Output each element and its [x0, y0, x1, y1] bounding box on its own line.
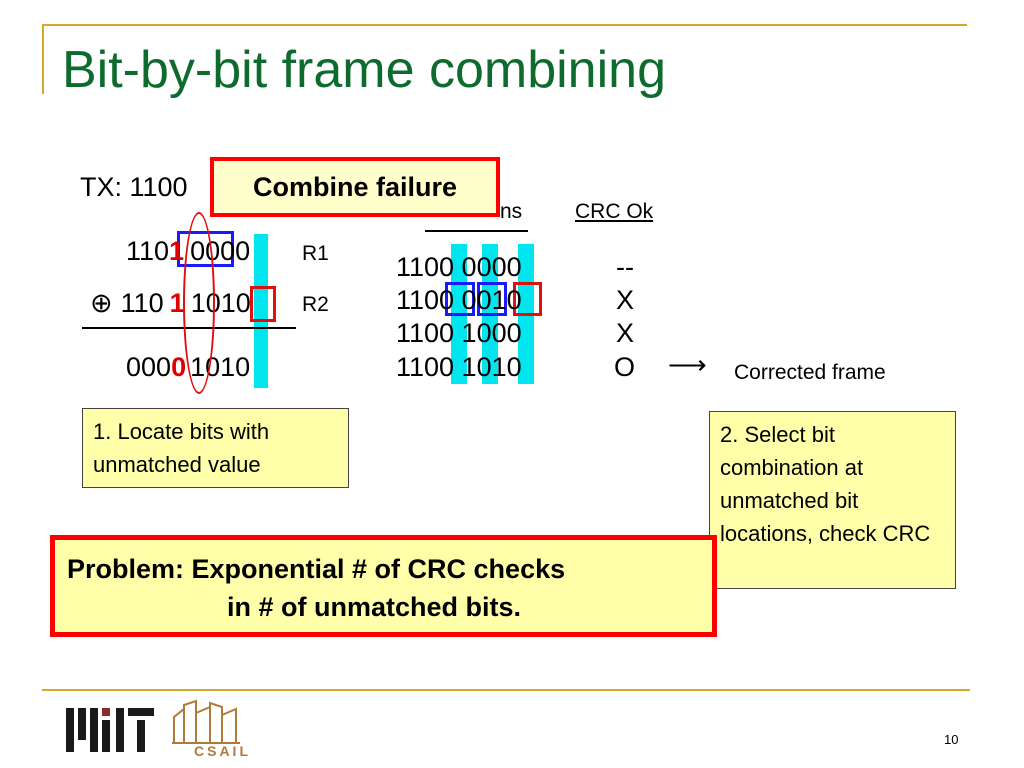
problem-line-1: Problem: Exponential # of CRC checks	[67, 554, 566, 584]
table-red-box	[513, 282, 542, 316]
csail-logo: CSAIL	[170, 699, 250, 761]
combine-failure-callout: Combine failure	[210, 157, 500, 217]
problem-line-2: in # of unmatched bits.	[227, 592, 522, 622]
table-row-crc: X	[616, 318, 635, 348]
page-number: 10	[944, 732, 959, 747]
xor-icon: ⊕	[90, 288, 113, 318]
table-row-bits: 1100 1010	[396, 352, 522, 382]
corrected-frame-label: Corrected frame	[734, 361, 886, 384]
mit-logo	[66, 708, 158, 752]
r2-red-box	[250, 286, 276, 322]
side-rule	[42, 24, 44, 94]
table-row-bits: 1100 0010	[396, 285, 522, 315]
col2-header: CRC Ok	[575, 200, 654, 223]
slide-title: Bit-by-bit frame combining	[62, 41, 666, 99]
r1-label: R1	[302, 242, 329, 265]
step1-note: 1. Locate bits with unmatched value	[82, 408, 349, 488]
table-row-crc: X	[616, 285, 635, 315]
arrow-icon: ⟶	[668, 350, 707, 380]
table-row-bits: 1100 0000	[396, 252, 522, 282]
col1-header: ns	[500, 200, 523, 223]
top-rule	[42, 24, 967, 26]
table-blue-box-2	[477, 282, 507, 316]
r2-label: R2	[302, 293, 329, 316]
table-blue-box-1	[445, 282, 475, 316]
step2-note: 2. Select bit combination at unmatched b…	[709, 411, 956, 589]
result-bit: 0	[171, 352, 187, 382]
col1-header-underline	[425, 230, 528, 232]
unmatched-bit-ellipse	[183, 212, 215, 394]
problem-callout: Problem: Exponential # of CRC checks in …	[50, 535, 717, 637]
table-row-crc: O	[614, 352, 636, 382]
table-row-bits: 1100 1000	[396, 318, 522, 348]
table-row-crc: --	[616, 252, 634, 282]
bottom-rule	[42, 689, 970, 691]
tx-label: TX: 1100	[80, 172, 188, 202]
csail-buildings-icon	[172, 699, 240, 744]
r2-unmatched-bit: 1	[169, 288, 185, 318]
csail-wordmark: CSAIL	[194, 743, 251, 759]
r1-unmatched-bit: 1	[169, 236, 185, 266]
left-cyan-column	[254, 234, 268, 388]
